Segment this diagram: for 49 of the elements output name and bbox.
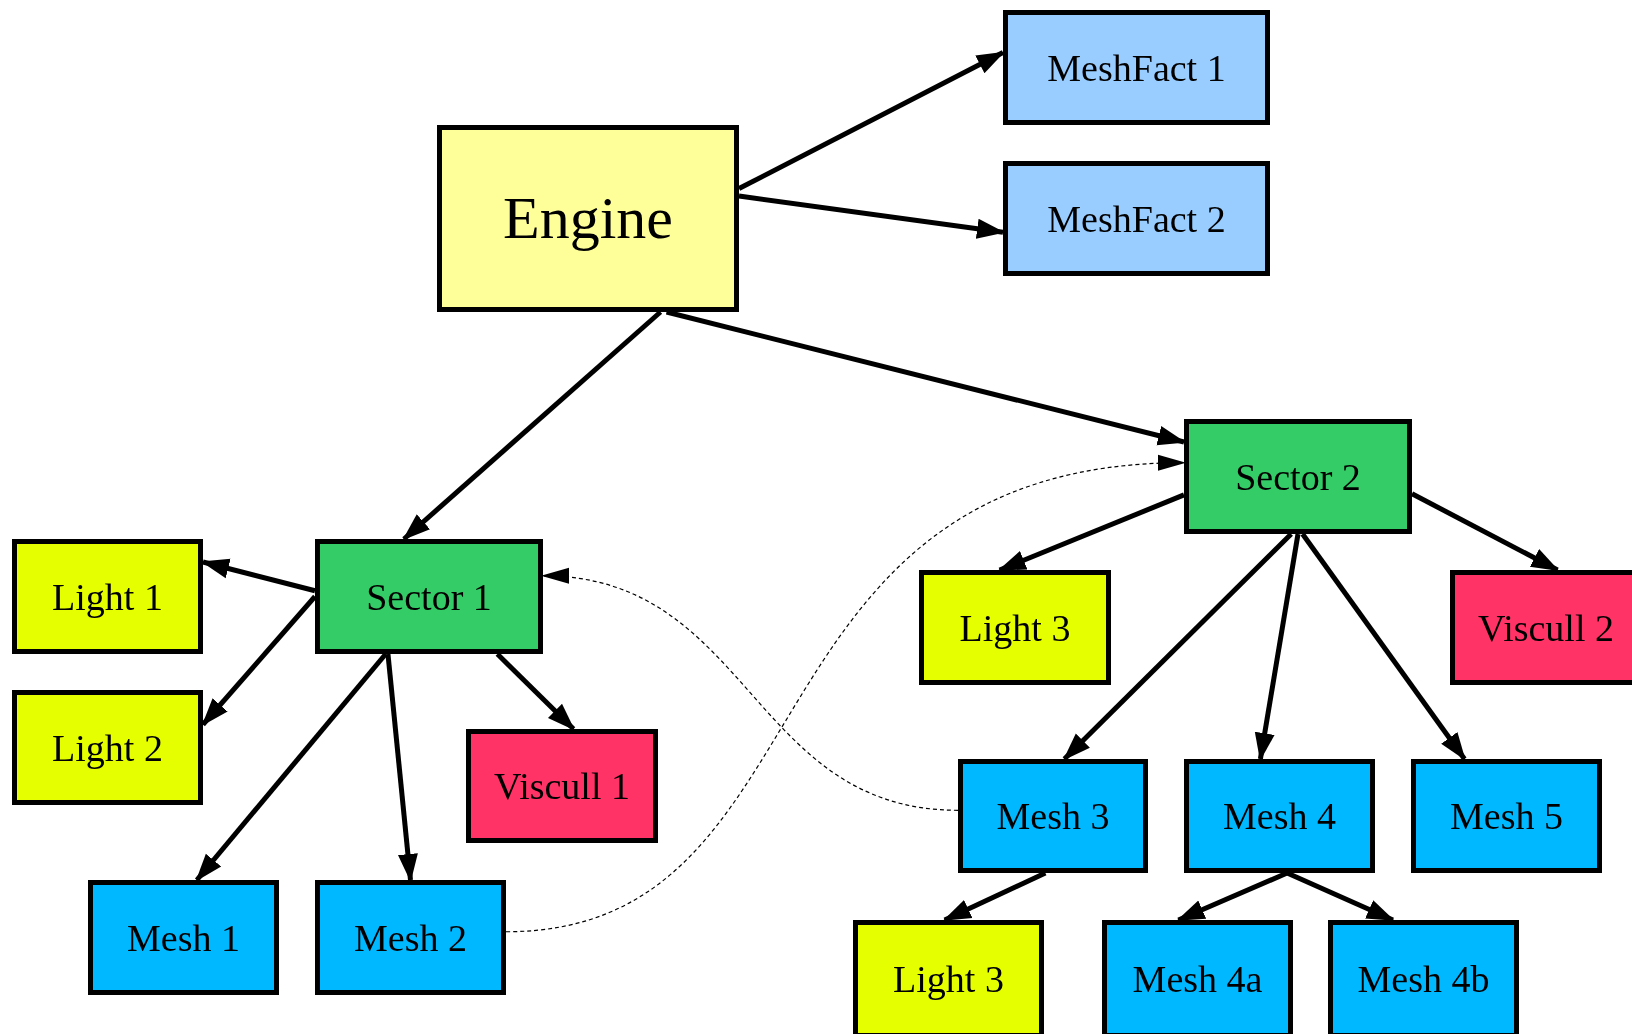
mesh-box	[1102, 920, 1293, 1034]
node-label: Mesh 1	[127, 915, 240, 960]
sector-box	[315, 539, 543, 654]
arrow	[194, 652, 388, 882]
node-label: Viscull 1	[494, 764, 630, 808]
arrow	[201, 558, 316, 594]
mesh-factory-box	[1003, 10, 1270, 125]
dashed-arrow	[541, 570, 959, 811]
mesh-box	[958, 759, 1148, 873]
mesh-factory-box	[1003, 161, 1270, 276]
engine-box	[437, 125, 739, 312]
arrow	[737, 50, 1005, 191]
arrow	[495, 652, 576, 731]
node-label: Engine	[503, 184, 673, 253]
mesh-box	[1411, 759, 1602, 873]
node-label: Mesh 3	[996, 794, 1110, 838]
viscull-box	[1450, 570, 1632, 685]
mesh-box	[315, 880, 506, 995]
light-box	[12, 539, 203, 654]
light-box	[853, 920, 1044, 1034]
node-label: Viscull 2	[1478, 605, 1614, 650]
arrow	[385, 653, 418, 882]
mesh-box	[1328, 920, 1519, 1034]
arrow	[1062, 532, 1293, 761]
mesh-box	[88, 880, 279, 995]
light-box	[12, 690, 203, 805]
arrow	[201, 594, 317, 727]
arrow	[1300, 532, 1467, 761]
node-label: Mesh 5	[1450, 794, 1563, 838]
arrow	[402, 310, 663, 541]
dashed-arrow	[505, 457, 1186, 933]
node-label: Sector 2	[1235, 454, 1361, 499]
arrow	[738, 193, 1005, 239]
node-label: Light 2	[52, 725, 163, 770]
light-box	[919, 570, 1111, 685]
node-label: Light 3	[959, 605, 1071, 650]
node-label: Mesh 4	[1223, 794, 1336, 838]
sector-box	[1184, 419, 1412, 534]
mesh-box	[1184, 759, 1375, 873]
node-label: Mesh 4b	[1357, 957, 1490, 1001]
node-label: Mesh 2	[354, 915, 467, 960]
node-label: Light 1	[52, 574, 163, 619]
viscull-box	[466, 729, 658, 843]
node-label: MeshFact 1	[1047, 45, 1226, 90]
node-label: MeshFact 2	[1047, 196, 1226, 241]
node-label: Sector 1	[366, 574, 492, 619]
node-label: Mesh 4a	[1132, 957, 1263, 1001]
arrow	[1254, 533, 1301, 761]
node-label: Light 3	[893, 957, 1004, 1001]
